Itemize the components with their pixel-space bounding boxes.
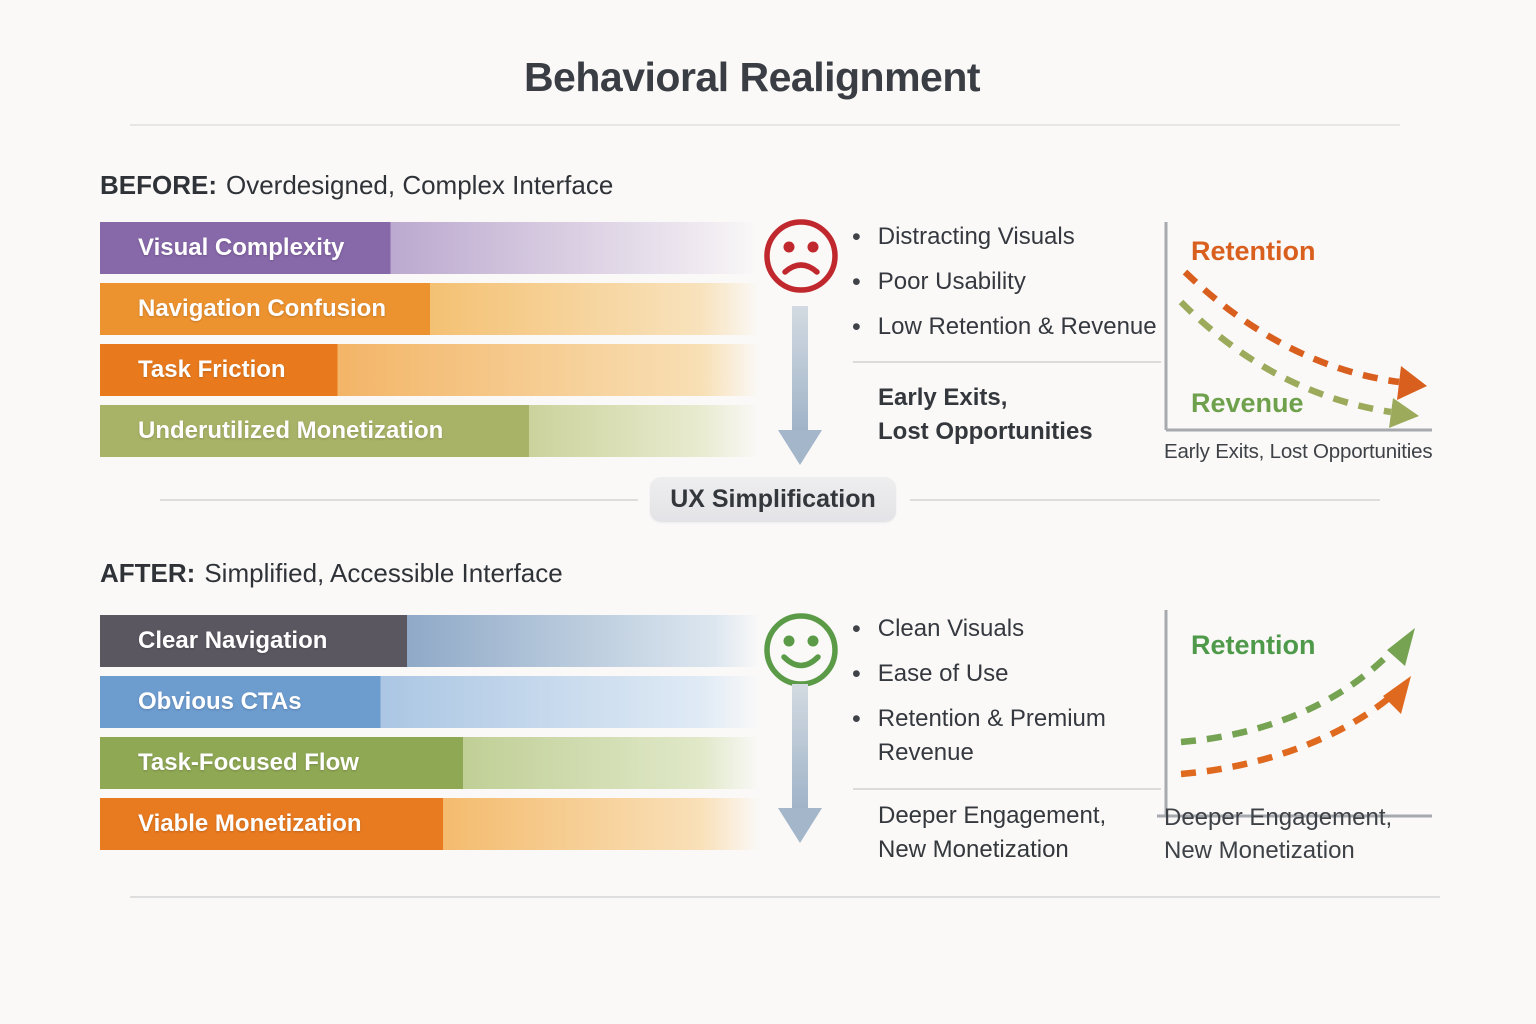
bullet-item: • Clean Visuals bbox=[852, 612, 1144, 646]
after-section-heading: AFTER: Simplified, Accessible Interface bbox=[100, 558, 563, 589]
bullet-text: Retention & Premium Revenue bbox=[877, 705, 1106, 766]
after-trend-chart: Retention bbox=[1157, 610, 1432, 818]
after-bullets-divider bbox=[853, 788, 1161, 790]
retention-label: Retention bbox=[1191, 236, 1316, 266]
revenue-declining-curve bbox=[1178, 299, 1392, 416]
transition-line-right bbox=[910, 499, 1380, 501]
before-heading-text: Overdesigned, Complex Interface bbox=[226, 170, 614, 200]
sad-face-icon bbox=[764, 219, 838, 293]
bar-underutilized-monetization: Underutilized Monetization bbox=[100, 405, 760, 457]
before-outcome-text: Early Exits, Lost Opportunities bbox=[878, 381, 1093, 449]
before-bullet-list: • Distracting Visuals • Poor Usability • Low … bbox=[852, 220, 1172, 355]
after-bullet-list: • Clean Visuals • Ease of Use • Retention & P… bbox=[852, 612, 1144, 781]
bar-obvious-ctas: Obvious CTAs bbox=[100, 676, 760, 728]
bullet-item: • Ease of Use bbox=[852, 657, 1144, 691]
bar-label: Navigation Confusion bbox=[138, 295, 386, 322]
bullet-dot-icon: • bbox=[852, 660, 861, 688]
after-caption-line2: New Monetization bbox=[1164, 837, 1355, 864]
page-title: Behavioral Realignment bbox=[523, 54, 981, 100]
before-bullets-divider bbox=[853, 361, 1161, 363]
bullet-text: Ease of Use bbox=[877, 660, 1009, 687]
down-arrow-icon bbox=[778, 684, 822, 843]
bar-viable-monetization: Viable Monetization bbox=[100, 798, 760, 850]
bar-label: Clear Navigation bbox=[138, 627, 328, 654]
before-trend-chart: Retention Revenue bbox=[1164, 222, 1432, 432]
before-outcome-line2: Lost Opportunities bbox=[878, 418, 1093, 445]
bar-label: Viable Monetization bbox=[138, 810, 362, 837]
retention-declining-curve bbox=[1182, 269, 1400, 386]
bar-task-focused-flow: Task-Focused Flow bbox=[100, 737, 760, 789]
before-chart-caption: Early Exits, Lost Opportunities bbox=[1164, 440, 1433, 463]
bullet-text: Poor Usability bbox=[877, 268, 1026, 295]
bar-label: Underutilized Monetization bbox=[138, 417, 444, 444]
after-chart-caption: Deeper Engagement, New Monetization bbox=[1164, 801, 1392, 867]
bullet-item: • Poor Usability bbox=[852, 265, 1172, 299]
bar-visual-complexity: Visual Complexity bbox=[100, 222, 760, 274]
before-section-heading: BEFORE: Overdesigned, Complex Interface bbox=[100, 170, 613, 201]
revenue-arrowhead-icon bbox=[1389, 398, 1419, 428]
retention-arrowhead-icon bbox=[1387, 628, 1415, 666]
bullet-text: Distracting Visuals bbox=[877, 223, 1075, 250]
down-arrow-icon bbox=[778, 306, 822, 465]
bullet-text: Clean Visuals bbox=[877, 615, 1025, 642]
bullet-item: • Distracting Visuals bbox=[852, 220, 1172, 254]
bottom-divider bbox=[130, 896, 1440, 898]
bullet-dot-icon: • bbox=[852, 313, 861, 341]
after-outcome-text: Deeper Engagement, New Monetization bbox=[878, 799, 1106, 867]
after-heading-text: Simplified, Accessible Interface bbox=[204, 558, 563, 588]
after-caption-line1: Deeper Engagement, bbox=[1164, 804, 1393, 831]
transition-badge: UX Simplification bbox=[650, 477, 896, 522]
title-divider bbox=[130, 124, 1400, 126]
bullet-dot-icon: • bbox=[852, 705, 861, 733]
bullet-item: • Low Retention & Revenue bbox=[852, 310, 1172, 344]
bar-label: Task-Focused Flow bbox=[138, 749, 359, 776]
bar-label: Task Friction bbox=[138, 356, 286, 383]
revenue-arrowhead-icon bbox=[1383, 676, 1411, 714]
bullet-item: • Retention & Premium Revenue bbox=[852, 702, 1144, 770]
transition-line-left bbox=[160, 499, 638, 501]
bullet-text: Low Retention & Revenue bbox=[877, 313, 1157, 340]
revenue-label: Revenue bbox=[1191, 388, 1304, 418]
bar-clear-navigation: Clear Navigation bbox=[100, 615, 760, 667]
after-outcome-line2: New Monetization bbox=[878, 836, 1069, 863]
before-heading-prefix: BEFORE: bbox=[100, 170, 217, 200]
retention-label: Retention bbox=[1191, 630, 1316, 660]
revenue-rising-curve bbox=[1180, 695, 1392, 778]
bar-label: Obvious CTAs bbox=[138, 688, 302, 715]
bar-navigation-confusion: Navigation Confusion bbox=[100, 283, 760, 335]
retention-rising-curve bbox=[1180, 647, 1396, 746]
bullet-dot-icon: • bbox=[852, 268, 861, 296]
bullet-dot-icon: • bbox=[852, 223, 861, 251]
bar-label: Visual Complexity bbox=[138, 234, 345, 261]
retention-arrowhead-icon bbox=[1397, 366, 1427, 400]
after-heading-prefix: AFTER: bbox=[100, 558, 196, 588]
before-outcome-line1: Early Exits, bbox=[878, 384, 1008, 411]
bullet-dot-icon: • bbox=[852, 615, 861, 643]
bar-task-friction: Task Friction bbox=[100, 344, 760, 396]
after-outcome-line1: Deeper Engagement, bbox=[878, 802, 1107, 829]
happy-face-icon bbox=[764, 613, 838, 687]
